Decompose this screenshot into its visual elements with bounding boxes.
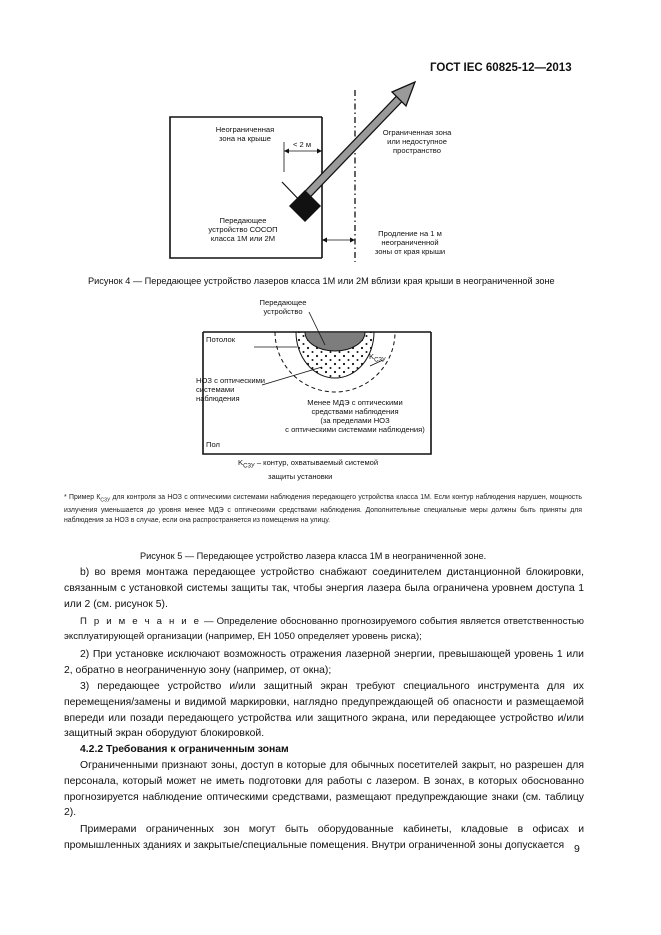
k-symbol: K xyxy=(369,352,375,361)
legend-text: – контур, охватываемый системой xyxy=(254,458,379,467)
note-text: — Определение обоснованно прогнозируемог… xyxy=(64,616,584,642)
f5-legend-line-1: KСЗУ – контур, охватываемый системой xyxy=(238,458,418,472)
ceiling-label: Потолок xyxy=(206,335,236,344)
restricted-zone-label: Ограниченная зона или недоступное простр… xyxy=(362,128,472,155)
below-mde-line-3: (за пределами НОЗ xyxy=(320,416,390,425)
below-mde-line-2: средствами наблюдения xyxy=(311,407,399,416)
unrestricted-roof-line-2: зона на крыше xyxy=(219,134,271,143)
noz-line-2: системами наблюдения xyxy=(196,385,240,403)
note-paragraph: П р и м е ч а н и е — Определение обосно… xyxy=(64,614,584,644)
extension-line-1: Продление на 1 м xyxy=(378,229,442,238)
paragraph-3: 3) передающее устройство и/или защитный … xyxy=(64,681,584,740)
footnote-subscript: СЗУ xyxy=(100,497,111,504)
distance-label: < 2 м xyxy=(292,140,312,149)
restricted-line-3: пространство xyxy=(393,146,441,155)
transmitter-label: Передающее устройство СОСОП класса 1М ил… xyxy=(188,216,298,243)
k-contour-label: KСЗУ xyxy=(369,352,386,366)
noz-line-1: НОЗ с оптическими xyxy=(196,376,266,385)
unrestricted-roof-label: Неограниченная зона на крыше xyxy=(190,125,300,143)
extension-line-3: зоны от края крыши xyxy=(374,247,446,256)
below-mde-label: Менее МДЭ с оптическими средствами наблю… xyxy=(275,398,435,434)
figure-5-footnote: * Пример КСЗУ для контроля за НОЗ с опти… xyxy=(64,493,582,527)
restricted-line-2: или недоступное xyxy=(387,137,447,146)
transmitter-line-3: класса 1М или 2М xyxy=(210,234,276,243)
section-heading: 4.2.2 Требования к ограниченным зонам xyxy=(80,744,289,755)
transmitter-line-1: Передающее xyxy=(219,216,267,225)
f5-legend-line-2: защиты установки xyxy=(268,471,333,481)
footnote-text: для контроля за НОЗ с оптическими систем… xyxy=(64,494,582,525)
figure-4-drawing xyxy=(169,80,417,262)
note-label: П р и м е ч а н и е xyxy=(80,616,201,627)
legend-k-symbol: K xyxy=(238,458,244,467)
figure-5-caption: Рисунок 5 — Передающее устройство лазера… xyxy=(140,551,487,561)
extension-label: Продление на 1 м неограниченной зоны от … xyxy=(360,229,460,256)
f5-transmitter-line-1: Передающее xyxy=(259,298,307,307)
page-number: 9 xyxy=(574,843,580,855)
floor-label: Пол xyxy=(206,440,220,449)
figure-5-drawing xyxy=(202,311,432,455)
unrestricted-roof-line-1: Неограниченная xyxy=(215,125,275,134)
f5-transmitter-line-2: устройство xyxy=(263,307,303,316)
transmitter-line-2: устройство СОСОП xyxy=(208,225,278,234)
below-mde-line-1: Менее МДЭ с оптическими xyxy=(307,398,403,407)
paragraph-b: b) во время монтажа передающее устройств… xyxy=(64,567,584,610)
f5-legend: KСЗУ – контур, охватываемый системой защ… xyxy=(238,458,418,481)
footnote-prefix: * Пример К xyxy=(64,494,101,501)
figure-4-caption: Рисунок 4 — Передающее устройство лазеро… xyxy=(88,276,555,286)
paragraph-2: 2) При установке исключают возможность о… xyxy=(64,649,584,676)
legend-k-subscript: СЗУ xyxy=(243,463,255,470)
paragraph-4: Ограниченными признают зоны, доступ в ко… xyxy=(64,760,584,819)
extension-line-2: неограниченной xyxy=(381,238,439,247)
restricted-line-1: Ограниченная зона xyxy=(382,128,452,137)
document-header: ГОСТ IEC 60825-12—2013 xyxy=(430,62,572,74)
k-subscript: СЗУ xyxy=(374,357,386,364)
noz-label: НОЗ с оптическими системами наблюдения xyxy=(196,376,278,403)
below-mde-line-4: с оптическими системами наблюдения) xyxy=(285,425,425,434)
paragraph-5: Примерами ограниченных зон могут быть об… xyxy=(64,824,584,851)
f5-transmitter-label: Передающее устройство xyxy=(248,298,318,316)
